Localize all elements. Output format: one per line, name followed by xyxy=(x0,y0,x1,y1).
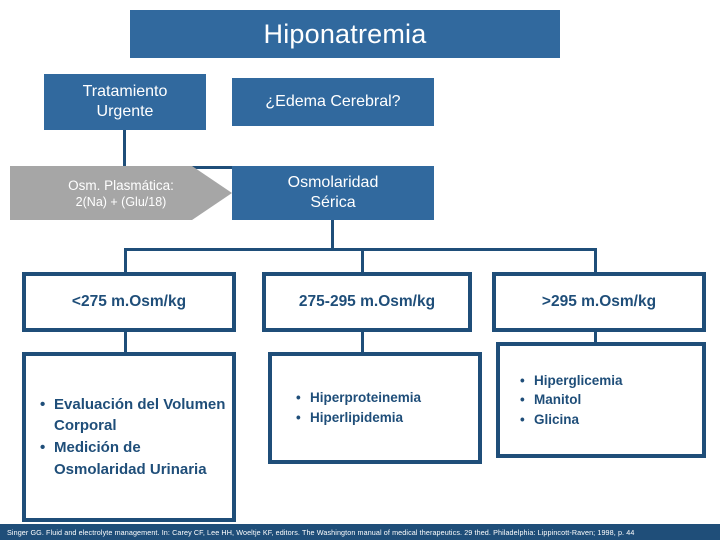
list-item: Glicina xyxy=(520,410,702,430)
list-branch-low-items: Evaluación del Volumen Corporal Medición… xyxy=(26,394,232,481)
list-item: Evaluación del Volumen Corporal xyxy=(40,394,232,438)
node-branch-low[interactable]: <275 m.Osm/kg xyxy=(22,272,236,332)
node-osmolaridad-serica-line2: Sérica xyxy=(310,194,356,211)
list-branch-mid[interactable]: Hiperproteinemia Hiperlipidemia xyxy=(268,352,482,464)
connector-vertical-high-to-list xyxy=(594,322,597,344)
list-branch-low[interactable]: Evaluación del Volumen Corporal Medición… xyxy=(22,352,236,522)
list-branch-high-items: Hiperglicemia Manitol Glicina xyxy=(500,371,702,430)
connector-vertical-branch-mid xyxy=(361,248,364,274)
list-item: Hiperglicemia xyxy=(520,371,702,391)
list-item: Hiperlipidemia xyxy=(296,408,478,428)
connector-vertical-branch-high xyxy=(594,248,597,274)
node-tratamiento-urgente-line2: Urgente xyxy=(96,103,154,120)
node-branch-mid[interactable]: 275-295 m.Osm/kg xyxy=(262,272,472,332)
connector-vertical-low-to-list xyxy=(124,322,127,354)
node-osm-plasmatica-line1: Osm. Plasmática: xyxy=(68,177,174,193)
list-branch-mid-items: Hiperproteinemia Hiperlipidemia xyxy=(272,388,478,427)
list-item: Manitol xyxy=(520,390,702,410)
list-item: Medición de Osmolaridad Urinaria xyxy=(40,437,232,481)
node-tratamiento-urgente-line1: Tratamiento xyxy=(82,83,168,100)
node-branch-high[interactable]: >295 m.Osm/kg xyxy=(492,272,706,332)
connector-vertical-osmolaridad-down xyxy=(331,220,334,250)
page-title: Hiponatremia xyxy=(130,10,560,58)
list-item: Hiperproteinemia xyxy=(296,388,478,408)
node-tratamiento-urgente[interactable]: Tratamiento Urgente xyxy=(44,74,206,130)
connector-horizontal-branches xyxy=(124,248,596,251)
footer-reference: Singer GG. Fluid and electrolyte managem… xyxy=(0,524,720,540)
list-branch-high[interactable]: Hiperglicemia Manitol Glicina xyxy=(496,342,706,458)
node-osm-plasmatica-line2: 2(Na) + (Glu/18) xyxy=(75,194,167,209)
node-osmolaridad-serica[interactable]: Osmolaridad Sérica xyxy=(232,166,434,220)
node-osm-plasmatica[interactable]: Osm. Plasmática: 2(Na) + (Glu/18) xyxy=(10,166,232,220)
connector-vertical-mid-to-list xyxy=(361,322,364,354)
connector-vertical-tratamiento xyxy=(123,130,126,168)
connector-vertical-branch-low xyxy=(124,248,127,274)
node-edema-cerebral[interactable]: ¿Edema Cerebral? xyxy=(232,78,434,126)
node-osmolaridad-serica-line1: Osmolaridad xyxy=(287,174,379,191)
